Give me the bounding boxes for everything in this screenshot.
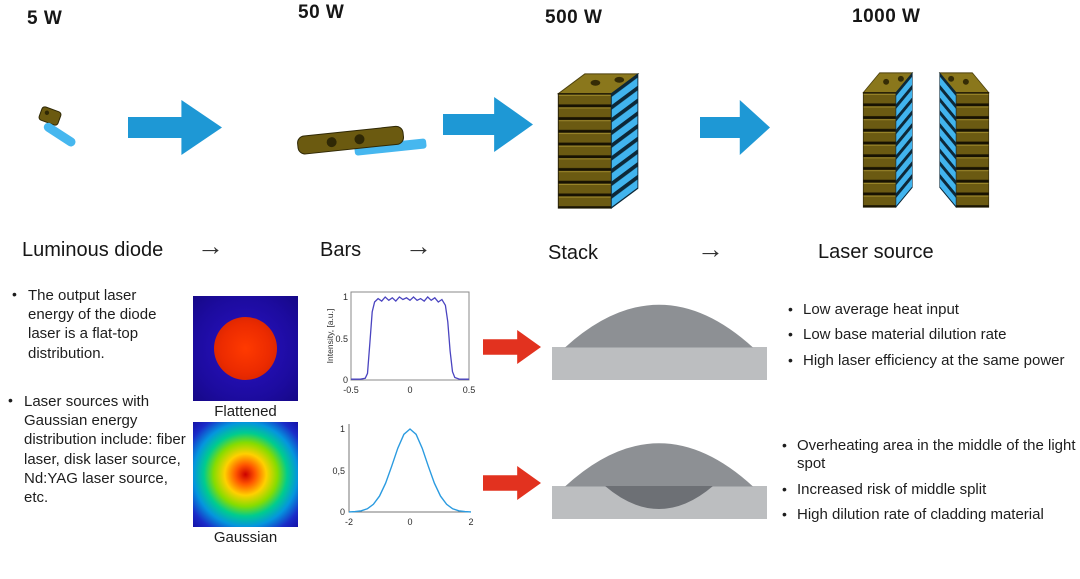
gaussian-description-text: Laser sources with Gaussian energy distr…: [24, 393, 186, 506]
bullet-item: • Low base material dilution rate: [788, 326, 1080, 344]
gaussian-spot-image: [193, 422, 298, 527]
bullet-icon: •: [12, 286, 17, 302]
bullet-item: • Increased risk of middle split: [782, 481, 1080, 499]
y-tick-label: 0: [340, 507, 345, 517]
flow-arrow-icon: [128, 100, 222, 155]
y-tick-label: 0,5: [332, 466, 345, 476]
stage-arrow-icon: →: [405, 231, 432, 261]
x-tick-label: -2: [345, 517, 353, 527]
x-tick-label: 0.5: [463, 385, 476, 395]
flattened-caption: Flattened: [214, 403, 277, 420]
bullet-icon: •: [782, 437, 787, 453]
power-label-5w: 5 W: [27, 8, 63, 29]
bullet-text: Overheating area in the middle of the li…: [797, 437, 1076, 473]
x-tick-label: 0: [407, 517, 412, 527]
gaussian-caption: Gaussian: [213, 529, 278, 546]
stage-label-bars: Bars: [320, 239, 362, 261]
gaussian-profile-chart: 1 0,5 0 -2 0 2: [332, 424, 474, 527]
stage-label-luminous-diode: Luminous diode: [22, 239, 164, 261]
bullet-icon: •: [782, 505, 787, 522]
result-arrow-icon: [483, 466, 541, 500]
bullet-icon: •: [788, 351, 793, 368]
gaussian-drawbacks-list: • Overheating area in the middle of the l…: [782, 437, 1080, 524]
power-label-500w: 500 W: [545, 7, 603, 28]
y-tick-label: 1: [343, 292, 348, 302]
bullet-item: • High laser efficiency at the same power: [788, 352, 1080, 370]
y-tick-label: 1: [340, 424, 345, 434]
y-tick-label: 0: [343, 375, 348, 385]
stage-arrow-icon: →: [197, 231, 224, 261]
flow-arrow-icon: [443, 97, 533, 152]
bar-illustration: [297, 125, 427, 156]
bullet-text: High dilution rate of cladding material: [797, 505, 1044, 523]
bullet-item: • Overheating area in the middle of the l…: [782, 437, 1080, 474]
gaussian-description: • Laser sources with Gaussian energy dis…: [8, 392, 186, 507]
bullet-icon: •: [788, 326, 793, 343]
result-arrow-icon: [483, 330, 541, 364]
power-label-50w: 50 W: [298, 2, 345, 23]
flat-top-curve: [351, 296, 469, 380]
laser-source-stack-left: [862, 72, 913, 208]
luminous-diode-illustration: [38, 106, 76, 147]
stage-label-stack: Stack: [548, 242, 599, 264]
flat-top-description-text: The output laser energy of the diode las…: [28, 287, 157, 362]
gaussian-curve: [348, 428, 472, 513]
flat-top-benefits-list: • Low average heat input • Low base materia…: [788, 301, 1080, 370]
bullet-text: Low base material dilution rate: [803, 326, 1007, 344]
power-label-1000w: 1000 W: [852, 6, 921, 27]
stage-arrow-icon: →: [697, 234, 724, 264]
bullet-item: • High dilution rate of cladding material: [782, 506, 1080, 524]
bullet-text: Increased risk of middle split: [797, 480, 987, 498]
x-tick-label: 2: [468, 517, 473, 527]
stage-label-laser-source: Laser source: [818, 241, 934, 263]
x-tick-label: -0.5: [343, 385, 359, 395]
y-tick-label: 0.5: [335, 334, 348, 344]
gaussian-weld-illustration: [552, 443, 767, 519]
flow-arrow-icon: [700, 100, 770, 155]
bullet-text: High laser efficiency at the same power: [803, 351, 1065, 369]
bullet-icon: •: [788, 301, 793, 317]
flattened-spot-image: [193, 296, 298, 401]
bullet-icon: •: [8, 392, 13, 408]
laser-source-stack-right: [939, 72, 990, 208]
x-tick-label: 0: [407, 385, 412, 395]
flat-top-description: • The output laser energy of the diode l…: [12, 286, 184, 363]
y-axis-label: Intensity, [a.u.]: [325, 309, 335, 364]
flat-top-weld-illustration: [552, 304, 767, 380]
bullet-text: Low average heat input: [803, 301, 959, 318]
stack-illustration: [557, 73, 639, 209]
bullet-item: • Low average heat input: [788, 301, 1080, 319]
bullet-icon: •: [782, 480, 787, 497]
flat-top-profile-chart: 1 0.5 0 Intensity, [a.u.] -0.5 0 0.5: [325, 291, 476, 395]
